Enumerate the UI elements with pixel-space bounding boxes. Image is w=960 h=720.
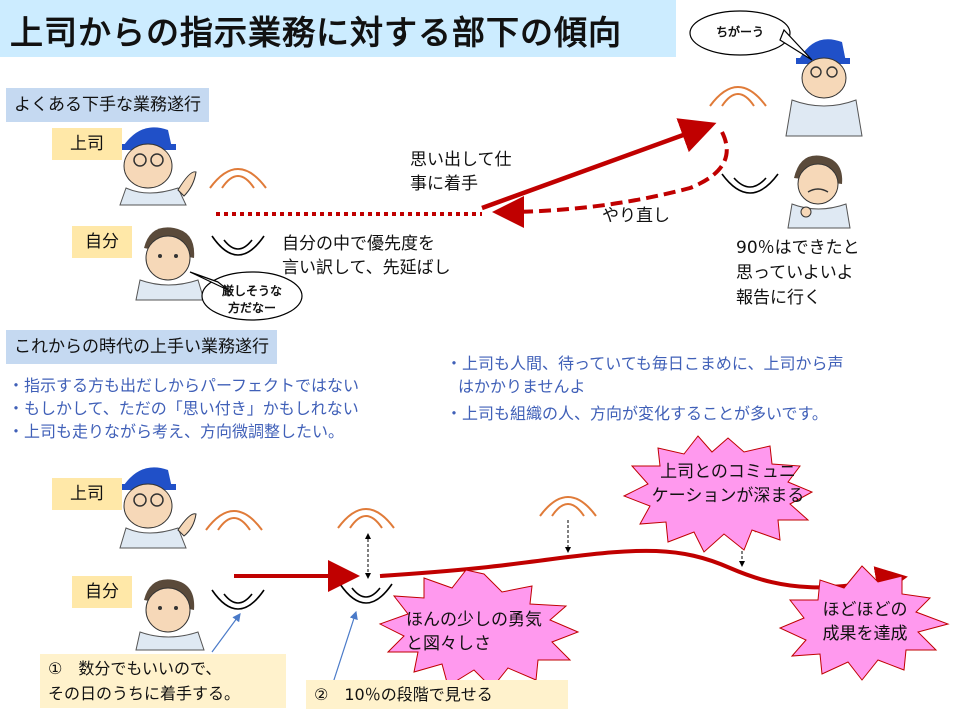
burst-courage xyxy=(378,569,580,689)
courage-label: ほんの少しの勇気 と図々しさ xyxy=(406,610,542,654)
face-symbol-self-1 xyxy=(211,589,265,610)
recall-label: 思い出して仕 事に着手 xyxy=(410,150,512,194)
boss-character-bottom xyxy=(118,467,197,549)
speech-bubble xyxy=(689,10,813,61)
burst-result xyxy=(778,565,950,681)
role-tag-boss-bottom: 上司 xyxy=(52,478,122,510)
face-symbol-self-2 xyxy=(339,583,393,604)
self-character-bottom xyxy=(135,579,205,651)
bullet-left-2: ・もしかして、ただの「思い付き」かもしれない xyxy=(8,399,359,418)
face-symbol-self-top xyxy=(211,235,265,256)
bullet-left-3: ・上司も走りながら考え、方向微調整したい。 xyxy=(8,422,345,441)
progress-wave-arrow xyxy=(379,548,908,598)
bullets-right: ・上司も人間、待っていても毎日こまめに、上司から声 はかかりませんよ ・上司も組… xyxy=(446,352,843,425)
self-character-top xyxy=(135,227,205,301)
redo-label: やり直し xyxy=(602,206,670,226)
page-title: 上司からの指示業務に対する部下の傾向 xyxy=(10,13,622,52)
section-header-good: これからの時代の上手い業務遂行 xyxy=(6,330,277,364)
procrastination-label: 自分の中で優先度を 言い訳して、先延ばし xyxy=(282,234,451,278)
face-symbol-boss-top xyxy=(209,168,267,189)
recall-arrow xyxy=(481,118,717,211)
boss-character-top xyxy=(118,127,197,206)
face-symbol-boss-3 xyxy=(539,496,597,517)
boss-character-right xyxy=(785,39,863,137)
bullet-right-1a: ・上司も人間、待っていても毎日こまめに、上司から声 xyxy=(446,354,844,373)
report-label: 90％はできたと 思っていよいよ 報告に行く xyxy=(736,238,860,308)
step1-pointer xyxy=(211,613,241,653)
thought-bubble xyxy=(189,271,303,321)
step2-note: ② 10％の段階で見せる xyxy=(306,680,568,709)
role-tag-boss-top: 上司 xyxy=(52,128,122,160)
step2-pointer xyxy=(331,610,358,687)
result-label: ほどほどの 成果を達成 xyxy=(822,600,908,644)
speech-bubble-text: ちがーう xyxy=(715,25,764,39)
communication-label: 上司とのコミュニ ケーションが深まる xyxy=(651,462,805,506)
role-tag-self-top: 自分 xyxy=(72,226,132,258)
face-symbol-boss-1 xyxy=(205,510,263,531)
face-symbol-self-right xyxy=(721,173,779,194)
redo-dashed-arrow xyxy=(492,131,729,228)
face-symbol-boss-right xyxy=(709,86,767,107)
face-symbol-boss-2 xyxy=(337,508,395,529)
burst-communication xyxy=(622,435,814,553)
bullet-left-1: ・指示する方も出だしからパーフェクトではない xyxy=(8,376,360,395)
worried-self-character xyxy=(787,155,851,229)
step1-note: ① 数分でもいいので、 その日のうちに着手する。 xyxy=(40,654,286,708)
bullets-left: ・指示する方も出だしからパーフェクトではない ・もしかして、ただの「思い付き」か… xyxy=(8,374,359,443)
thought-bubble-text: 厳しそうな 方だなー xyxy=(222,284,283,315)
title-banner xyxy=(0,0,676,57)
bullet-right-1b: はかかりませんよ xyxy=(458,377,586,396)
role-tag-self-bottom: 自分 xyxy=(72,576,132,608)
section-header-bad: よくある下手な業務遂行 xyxy=(6,88,209,122)
bullet-right-2: ・上司も組織の人、方向が変化することが多いです。 xyxy=(446,404,828,423)
